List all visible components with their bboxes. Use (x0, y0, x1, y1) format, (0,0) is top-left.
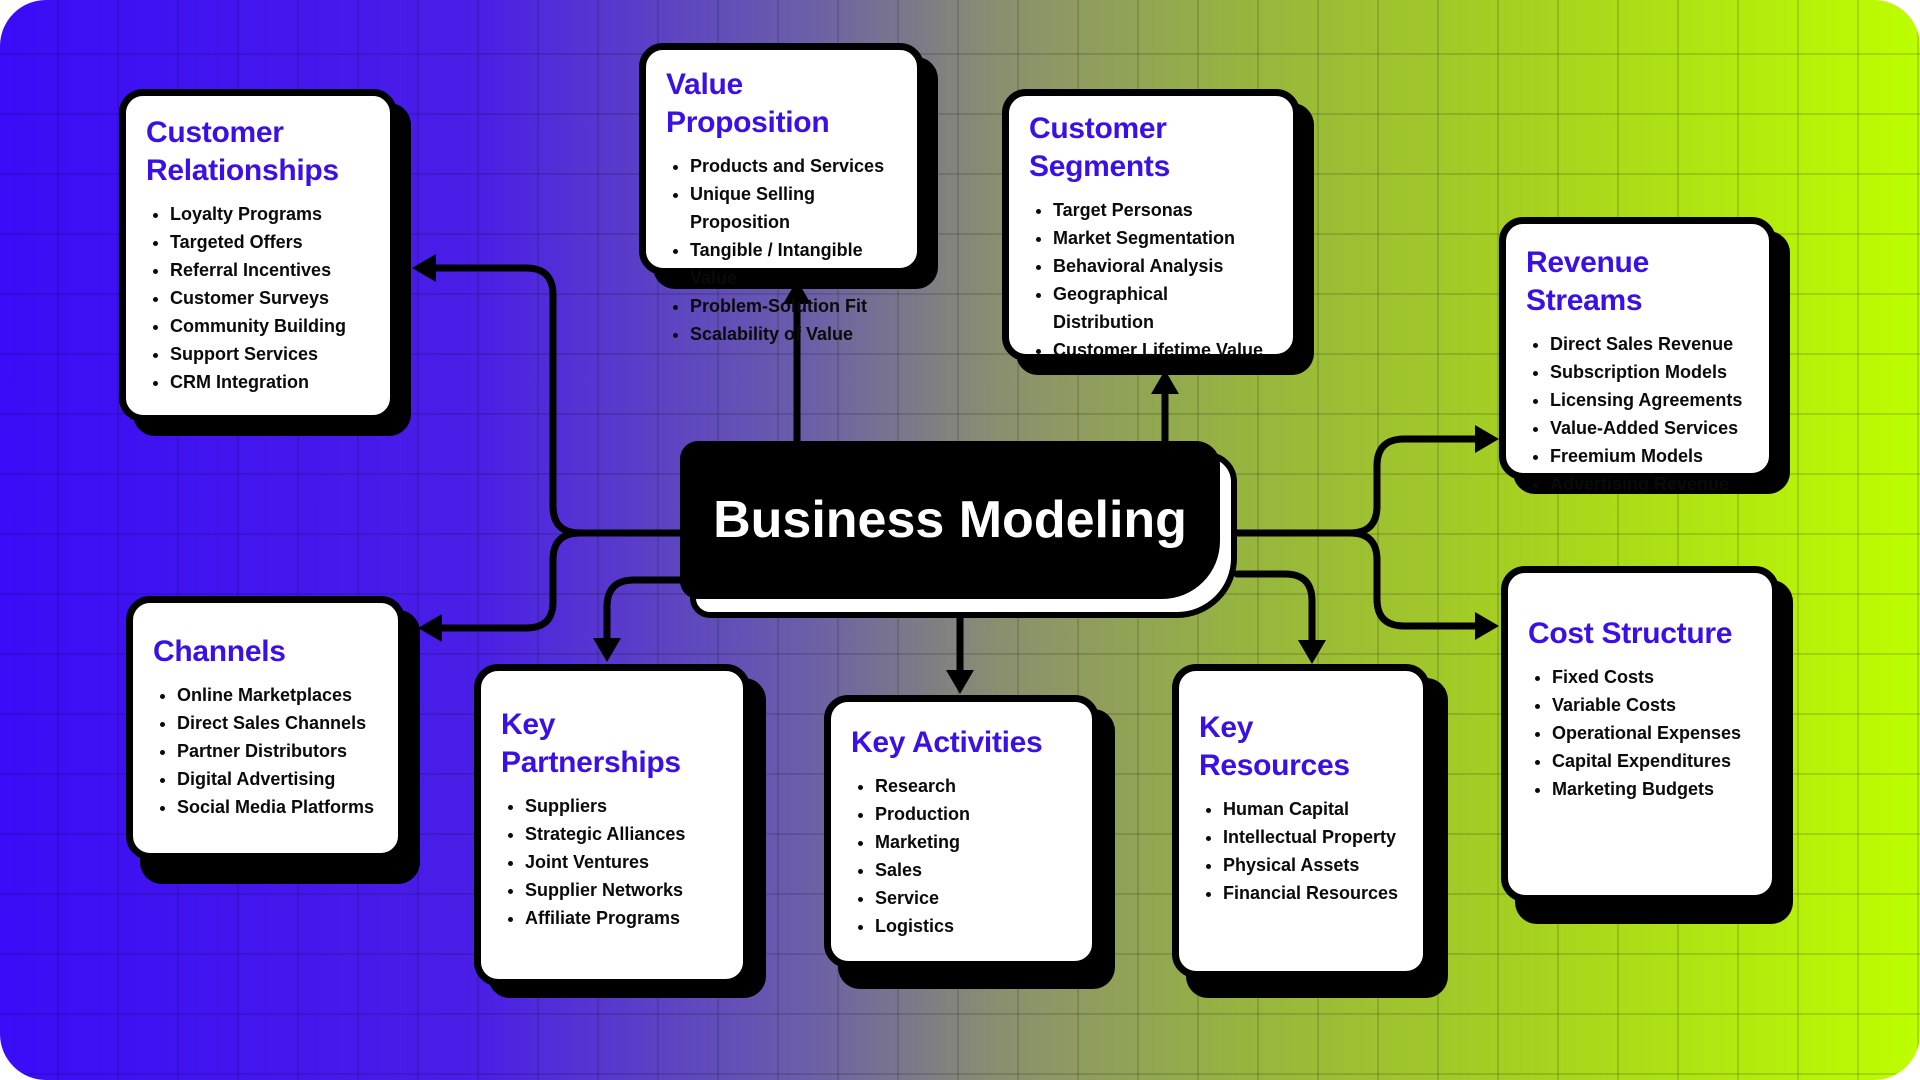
arrowhead-channels (418, 614, 442, 642)
list-item: Financial Resources (1223, 879, 1403, 907)
arrowhead-customer-relationships (412, 254, 436, 282)
list-item: Unique Selling Proposition (690, 180, 897, 236)
arrowhead-value-proposition (783, 280, 811, 304)
edge-key-partnerships (603, 576, 684, 644)
list-item: Market Segmentation (1053, 224, 1273, 252)
list-item: Capital Expenditures (1552, 747, 1752, 775)
node-item-list: Human Capital Intellectual Property Phys… (1199, 795, 1403, 907)
list-item: Logistics (875, 912, 1072, 940)
list-item: Marketing (875, 828, 1072, 856)
list-item: Research (875, 772, 1072, 800)
node-cost-structure[interactable]: Cost Structure Fixed Costs Variable Cost… (1501, 566, 1779, 902)
node-item-list: Products and Services Unique Selling Pro… (666, 152, 897, 348)
list-item: Sales (875, 856, 1072, 884)
edge-revenue-streams (1233, 435, 1479, 537)
node-key-activities[interactable]: Key Activities Research Production Marke… (824, 695, 1099, 968)
node-title: Key Activities (851, 726, 1043, 759)
node-item-list: Research Production Marketing Sales Serv… (851, 772, 1072, 940)
list-item: Human Capital (1223, 795, 1403, 823)
node-item-list: Fixed Costs Variable Costs Operational E… (1528, 663, 1752, 803)
list-item: Operational Expenses (1552, 719, 1752, 747)
list-item: Tangible / Intangible Value (690, 236, 897, 292)
list-item: Supplier Networks (525, 876, 723, 904)
list-item: Targeted Offers (170, 228, 370, 256)
list-item: Marketing Budgets (1552, 775, 1752, 803)
node-title: Key Resources (1199, 711, 1350, 782)
list-item: Customer Surveys (170, 284, 370, 312)
edge-cost-structure (1346, 529, 1479, 630)
list-item: Customer Lifetime Value (1053, 336, 1273, 364)
list-item: CRM Integration (170, 368, 370, 396)
node-channels[interactable]: Channels Online Marketplaces Direct Sale… (126, 596, 405, 860)
arrowhead-key-partnerships (593, 638, 621, 662)
list-item: Service (875, 884, 1072, 912)
list-item: Subscription Models (1550, 358, 1749, 386)
list-item: Referral Incentives (170, 256, 370, 284)
list-item: Fixed Costs (1552, 663, 1752, 691)
arrowhead-revenue-streams (1475, 425, 1499, 453)
list-item: Online Marketplaces (177, 681, 378, 709)
list-item: Freemium Models (1550, 442, 1749, 470)
node-title: Revenue Streams (1526, 246, 1649, 317)
list-item: Products and Services (690, 152, 897, 180)
list-item: Strategic Alliances (525, 820, 723, 848)
node-key-resources[interactable]: Key Resources Human Capital Intellectual… (1172, 664, 1430, 978)
list-item: Target Personas (1053, 196, 1273, 224)
list-item: Problem-Solution Fit (690, 292, 897, 320)
node-title: Key Partnerships (501, 708, 681, 779)
list-item: Partner Distributors (177, 737, 378, 765)
edge-key-resources (1233, 570, 1316, 646)
list-item: Value-Added Services (1550, 414, 1749, 442)
list-item: Production (875, 800, 1072, 828)
node-item-list: Loyalty Programs Targeted Offers Referra… (146, 200, 370, 396)
list-item: Joint Ventures (525, 848, 723, 876)
node-title: Value Proposition (666, 68, 830, 139)
edge-channels (432, 529, 584, 632)
center-node-title: Business Modeling (713, 491, 1187, 549)
arrowhead-key-resources (1298, 640, 1326, 664)
list-item: Loyalty Programs (170, 200, 370, 228)
node-title: Cost Structure (1528, 617, 1733, 650)
list-item: Geographical Distribution (1053, 280, 1273, 336)
node-item-list: Direct Sales Revenue Subscription Models… (1526, 330, 1749, 498)
list-item: Support Services (170, 340, 370, 368)
node-customer-segments[interactable]: Customer Segments Target Personas Market… (1002, 89, 1300, 361)
list-item: Direct Sales Channels (177, 709, 378, 737)
node-title: Channels (153, 635, 286, 668)
node-item-list: Online Marketplaces Direct Sales Channel… (153, 681, 378, 821)
node-key-partnerships[interactable]: Key Partnerships Suppliers Strategic All… (474, 664, 750, 986)
list-item: Behavioral Analysis (1053, 252, 1273, 280)
list-item: Variable Costs (1552, 691, 1752, 719)
list-item: Social Media Platforms (177, 793, 378, 821)
center-node[interactable]: Business Modeling (680, 441, 1220, 599)
list-item: Physical Assets (1223, 851, 1403, 879)
node-title: Customer Segments (1029, 112, 1170, 183)
node-item-list: Target Personas Market Segmentation Beha… (1029, 196, 1273, 364)
node-customer-relationships[interactable]: Customer Relationships Loyalty Programs … (119, 89, 397, 422)
list-item: Community Building (170, 312, 370, 340)
list-item: Advertising Revenue (1550, 470, 1749, 498)
arrowhead-customer-segments (1151, 370, 1179, 394)
list-item: Suppliers (525, 792, 723, 820)
arrowhead-cost-structure (1475, 612, 1499, 640)
list-item: Licensing Agreements (1550, 386, 1749, 414)
list-item: Scalability of Value (690, 320, 897, 348)
node-item-list: Suppliers Strategic Alliances Joint Vent… (501, 792, 723, 932)
node-title: Customer Relationships (146, 116, 339, 187)
list-item: Direct Sales Revenue (1550, 330, 1749, 358)
list-item: Affiliate Programs (525, 904, 723, 932)
list-item: Intellectual Property (1223, 823, 1403, 851)
node-revenue-streams[interactable]: Revenue Streams Direct Sales Revenue Sub… (1499, 217, 1776, 494)
edge-customer-relationships (426, 264, 684, 537)
node-value-proposition[interactable]: Value Proposition Products and Services … (639, 43, 924, 344)
arrowhead-key-activities (946, 670, 974, 694)
list-item: Digital Advertising (177, 765, 378, 793)
